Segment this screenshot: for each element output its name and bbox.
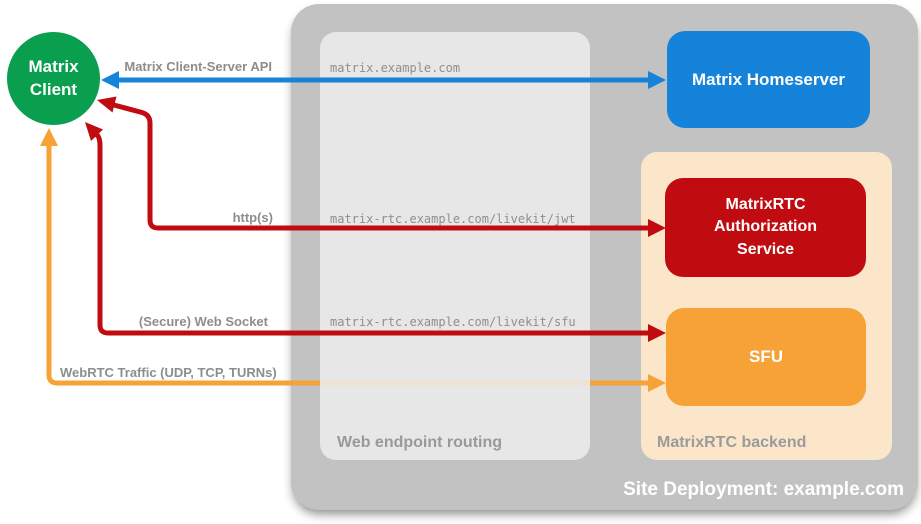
web-endpoint-routing-box: Web endpoint routing [320, 32, 590, 460]
matrixrtc-authorization-service-label: MatrixRTC Authorization Service [713, 195, 818, 258]
matrix-homeserver-label: Matrix Homeserver [691, 69, 846, 89]
web-socket-arrow-label: (Secure) Web Socket [138, 314, 268, 329]
web-endpoint-routing-caption: Web endpoint routing [337, 434, 503, 451]
endpoint-livekit-jwt: matrix-rtc.example.com/livekit/jwt [330, 212, 576, 226]
endpoint-matrix-example-com: matrix.example.com [330, 61, 461, 75]
site-deployment-caption: Site Deployment: example.com [623, 479, 904, 500]
matrix-client-node: Matrix Client [7, 32, 100, 125]
matrix-homeserver-node: Matrix Homeserver [667, 31, 870, 128]
matrix-client-label-line1: Matrix [28, 56, 79, 76]
matrix-client-label-line2: Client [29, 79, 78, 99]
sfu-label: SFU [749, 347, 783, 366]
webrtc-traffic-arrow-label: WebRTC Traffic (UDP, TCP, TURNs) [60, 365, 277, 380]
matrixrtc-backend-caption: MatrixRTC backend [657, 434, 807, 451]
sfu-node: SFU [666, 308, 866, 406]
matrixrtc-authorization-service-node: MatrixRTC Authorization Service [665, 178, 866, 277]
endpoint-livekit-sfu: matrix-rtc.example.com/livekit/sfu [330, 315, 576, 329]
https-arrow-label: http(s) [232, 210, 273, 225]
client-server-api-arrow-label: Matrix Client-Server API [124, 59, 272, 74]
